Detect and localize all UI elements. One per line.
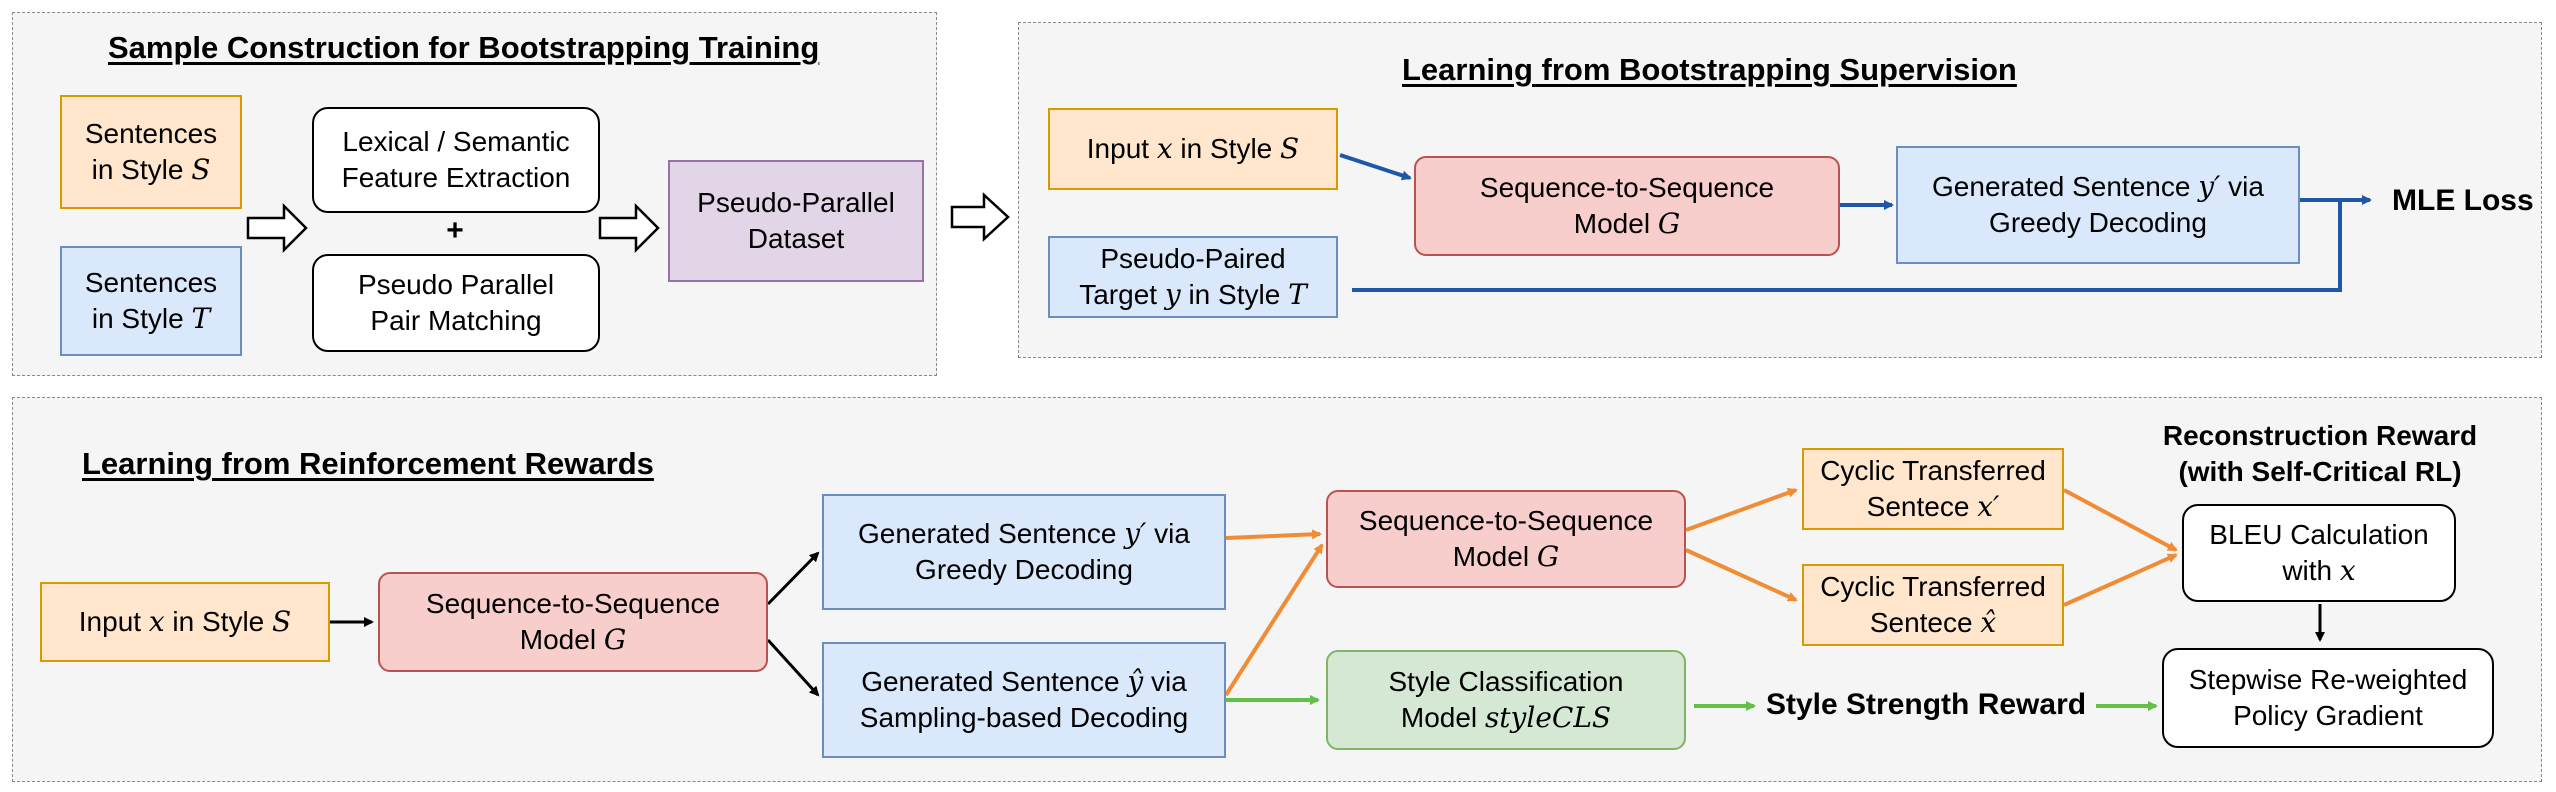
boot-generated-box: Generated Sentence y′ via Greedy Decodin… [1896, 146, 2300, 264]
rl-seq2seq-cyclic-box: Sequence-to-Sequence Model G [1326, 490, 1686, 588]
rl-seq2seq-box: Sequence-to-Sequence Model G [378, 572, 768, 672]
arrow-input-to-seq [1339, 153, 1412, 181]
arrow-target-to-mle [1352, 201, 2342, 292]
rl-greedy-gen-box: Generated Sentence y′ via Greedy Decodin… [822, 494, 1226, 610]
hollow-arrow-3 [950, 192, 1010, 242]
arrow-seq2-to-cyc1 [1685, 488, 1798, 532]
arrow-seq2-to-cyc2 [1685, 548, 1798, 602]
style-classification-box: Style Classification Model styleCLS [1326, 650, 1686, 750]
cyclic-transferred-1-box: Cyclic Transferred Sentece x′ [1802, 448, 2064, 530]
rl-sampling-gen-box: Generated Sentence ŷ via Sampling-based … [822, 642, 1226, 758]
policy-gradient-box: Stepwise Re-weighted Policy Gradient [2162, 648, 2494, 748]
sentences-style-s-box: Sentences in Style S [60, 95, 242, 209]
arrow-greedy-to-seq2 [1225, 529, 1322, 540]
arrow-seq-to-greedy [766, 551, 820, 606]
cyclic-transferred-2-box: Cyclic Transferred Sentece x̂ [1802, 564, 2064, 646]
arrow-seq-to-sample [766, 638, 820, 697]
feature-extraction-box: Lexical / Semantic Feature Extraction [312, 107, 600, 213]
plus-sign: + [446, 214, 464, 247]
boot-target-box: Pseudo-Paired Target y in Style T [1048, 236, 1338, 318]
hollow-arrow-2 [598, 202, 660, 254]
pseudo-parallel-dataset-box: Pseudo-Parallel Dataset [668, 160, 924, 282]
boot-seq2seq-box: Sequence-to-Sequence Model G [1414, 156, 1840, 256]
sample-construction-title: Sample Construction for Bootstrapping Tr… [108, 30, 820, 65]
boot-input-box: Input x in Style S [1048, 108, 1338, 190]
rl-input-box: Input x in Style S [40, 582, 330, 662]
reinforcement-title: Learning from Reinforcement Rewards [82, 446, 654, 481]
arrow-cyc2-to-bleu [2063, 553, 2178, 607]
arrow-cyc1-to-bleu [2063, 488, 2178, 552]
mle-loss-label: MLE Loss [2392, 184, 2534, 217]
style-strength-reward-label: Style Strength Reward [1766, 688, 2087, 721]
pair-matching-box: Pseudo Parallel Pair Matching [312, 254, 600, 352]
sentences-style-t-box: Sentences in Style T [60, 246, 242, 356]
hollow-arrow-1 [246, 202, 308, 254]
bootstrapping-title: Learning from Bootstrapping Supervision [1402, 52, 2017, 87]
reconstruction-reward-label: Reconstruction Reward (with Self-Critica… [2162, 420, 2478, 487]
arrow-sample-to-seq2 [1224, 543, 1324, 697]
bleu-calculation-box: BLEU Calculation with x [2182, 504, 2456, 602]
